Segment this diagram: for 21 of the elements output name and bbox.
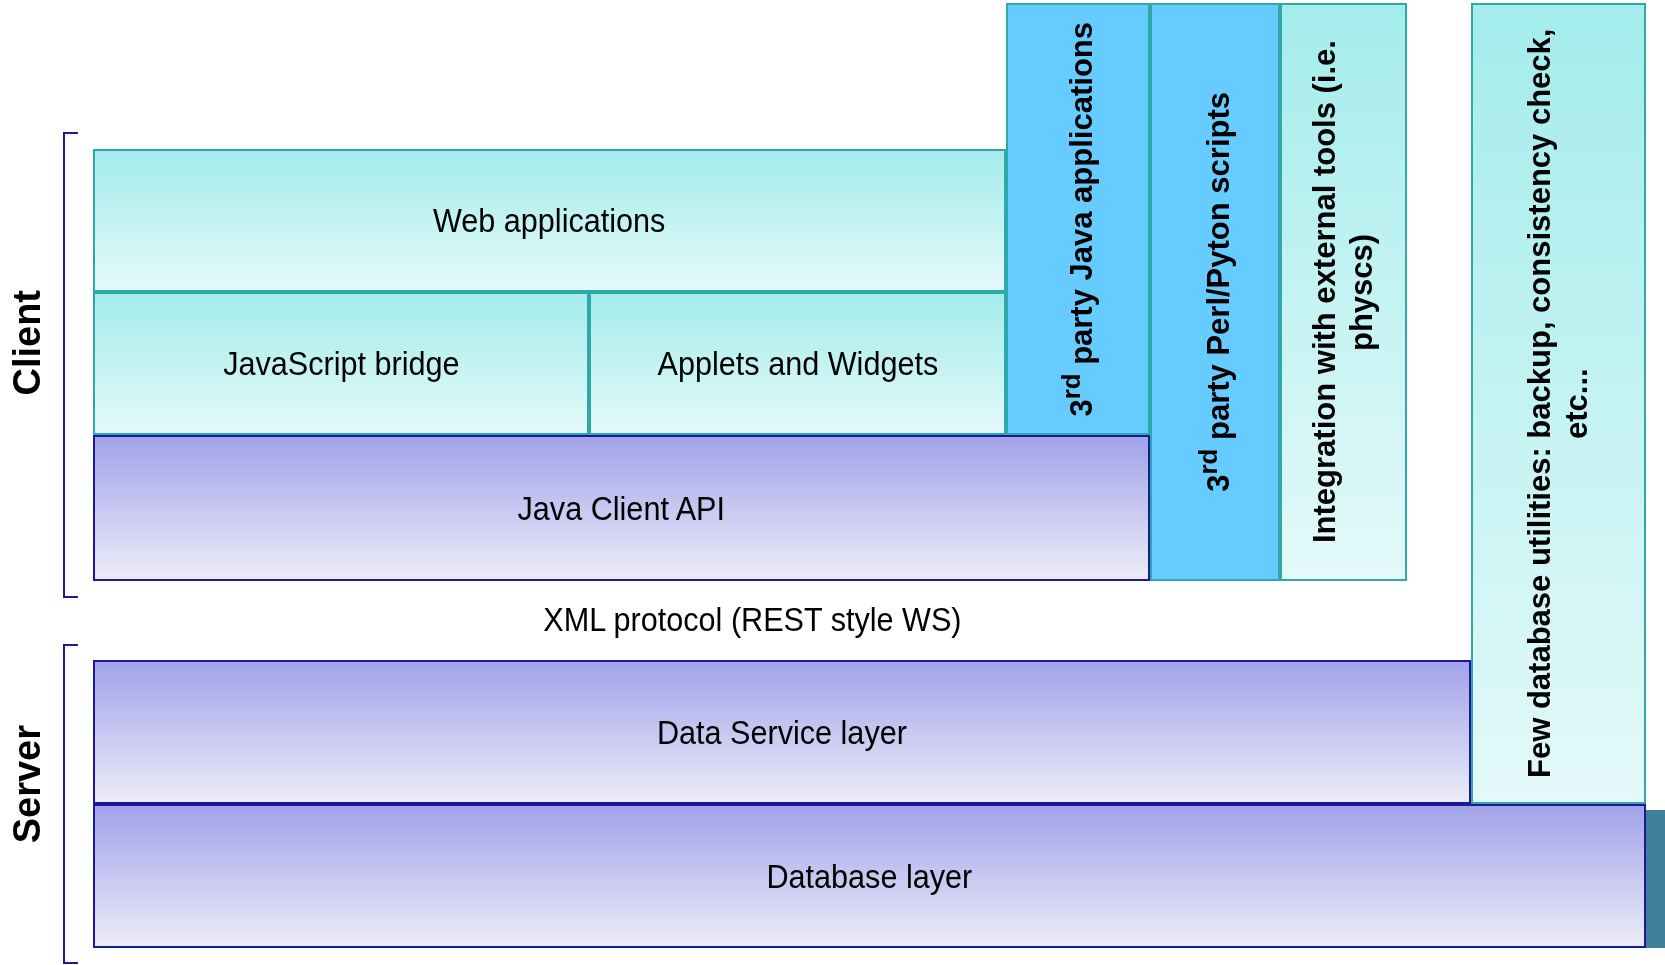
layer-label: Applets and Widgets <box>657 344 938 383</box>
side-label: Client <box>6 290 49 396</box>
layer-box <box>93 292 589 435</box>
side-label: Server <box>6 725 49 844</box>
vertical-label: Integration with external tools (i.e. physcs) <box>1306 39 1381 546</box>
column-box <box>1006 3 1150 435</box>
layer-label: Database layer <box>766 856 973 896</box>
layer-box <box>93 149 1006 292</box>
column-box <box>1150 3 1280 581</box>
layer-box <box>93 435 1150 581</box>
column-box <box>1280 3 1407 581</box>
layer-label: Data Service layer <box>657 712 907 752</box>
layer-label: JavaScript bridge <box>222 344 460 383</box>
layer-label: Web applications <box>433 201 666 240</box>
layer-label: Java Client API <box>517 488 726 528</box>
column-box <box>1471 3 1646 804</box>
vertical-label: Few database utilities: backup, consistency check, etc... <box>1521 27 1596 781</box>
layer-box <box>93 804 1646 948</box>
layer-box <box>589 292 1006 435</box>
protocol-label: XML protocol (REST style WS) <box>543 600 962 639</box>
layer-box <box>93 660 1471 804</box>
